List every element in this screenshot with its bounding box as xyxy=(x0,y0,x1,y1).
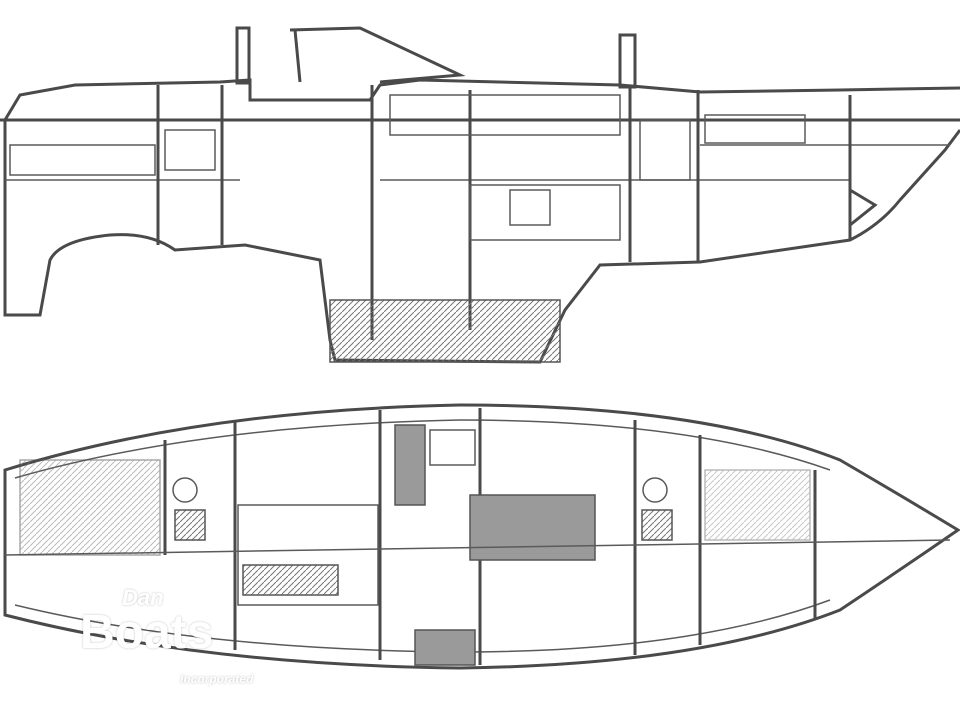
watermark-line3: Incorporated xyxy=(180,672,254,686)
plan-view xyxy=(3,403,960,670)
profile-view xyxy=(0,26,960,364)
watermark-line1: Dan xyxy=(122,585,164,610)
watermark-line2: Boats xyxy=(80,606,214,659)
